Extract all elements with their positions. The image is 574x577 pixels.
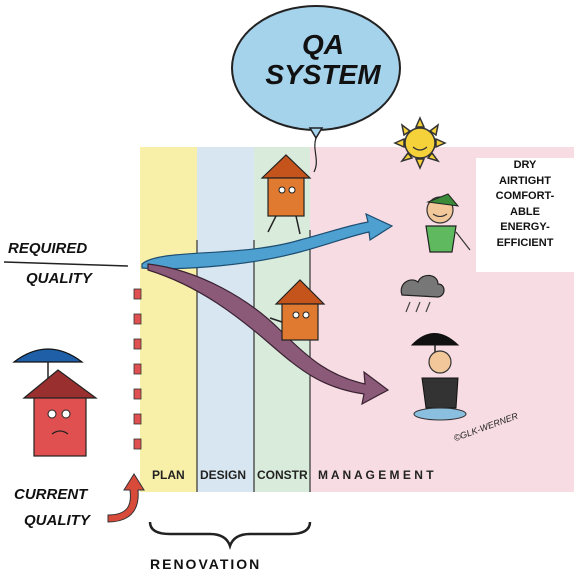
outcome-list: DRY AIRTIGHT COMFORT- ABLE ENERGY- EFFIC… [476, 158, 574, 272]
happy-person-icon [425, 193, 471, 253]
house-character-icon [22, 369, 98, 457]
declining-quality-arrow [147, 263, 390, 406]
plan-band [140, 147, 197, 492]
outcome-item: AIRTIGHT [499, 174, 551, 187]
quality-gap-markers [133, 288, 142, 450]
phase-label-management: M A N A G E M E N T [318, 468, 434, 482]
outcome-item: ENERGY- [500, 221, 550, 233]
renovation-brace [148, 521, 312, 550]
umbrella-icon [12, 348, 84, 380]
outcome-item: ABLE [510, 205, 540, 218]
sun-icon [393, 116, 447, 170]
phase-label-plan: PLAN [152, 468, 185, 482]
phase-label-design: DESIGN [200, 468, 247, 482]
outcome-item: COMFORT- [495, 190, 555, 202]
house-character-icon [269, 279, 326, 341]
balloon-icon [231, 5, 401, 173]
renovation-label: RENOVATION [150, 556, 262, 572]
rising-quality-arrow [141, 212, 394, 270]
sad-person-icon [410, 333, 467, 421]
required-quality-label-1: REQUIRED [8, 240, 88, 257]
current-quality-arrow [107, 473, 145, 523]
phase-label-construction: CONSTR [257, 468, 308, 482]
balloon-title-line2: SYSTEM [265, 59, 381, 90]
balloon-title: QA SYSTEM [248, 30, 398, 90]
required-quality-label-2: QUALITY [26, 270, 92, 287]
outcome-item: DRY [513, 159, 537, 171]
balloon-title-line1: QA [302, 29, 344, 60]
outcome-item: EFFICIENT [496, 236, 554, 249]
house-character-icon [260, 154, 312, 235]
current-quality-label-1: CURRENT [14, 486, 88, 503]
required-quality-line [3, 261, 129, 267]
rain-cloud-icon [400, 274, 445, 313]
current-quality-label-2: QUALITY [24, 512, 90, 529]
